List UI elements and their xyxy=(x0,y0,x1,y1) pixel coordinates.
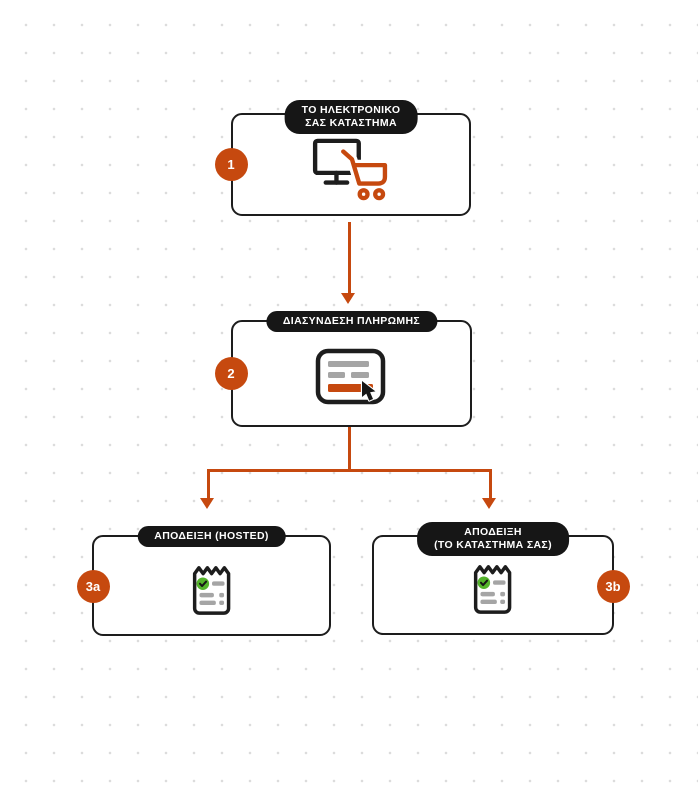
node-title-line: ΑΠΟΔΕΙΞΗ xyxy=(464,526,522,538)
connector-1-2-arrowhead-icon xyxy=(341,293,355,304)
step-number-badge: 3b xyxy=(596,570,630,603)
step-number-badge: 1 xyxy=(214,148,248,181)
connector-2-3a-line xyxy=(206,468,210,500)
receipt-check-icon xyxy=(188,563,236,617)
connector-1-2-line xyxy=(347,222,351,294)
node-title-badge: ΑΠΟΔΕΙΞΗ (HOSTED) xyxy=(137,526,286,547)
flow-node-online-store: ΤΟ ΗΛΕΚΤΡΟΝΙΚΟ ΣΑΣ ΚΑΤΑΣΤΗΜΑ 1 xyxy=(214,100,471,216)
node-title-line: ΣΑΣ ΚΑΤΑΣΤΗΜΑ xyxy=(305,116,397,129)
flow-node-payment-gateway: ΔΙΑΣΥΝΔΕΣΗ ΠΛΗΡΩΜΗΣ 2 xyxy=(214,311,472,427)
monitor-shopping-cart-icon xyxy=(310,137,392,201)
connector-branch-line xyxy=(206,468,492,472)
connector-2-stem-line xyxy=(347,423,351,470)
node-title-line: (ΤΟ ΚΑΤΑΣΤΗΜΑ ΣΑΣ) xyxy=(434,538,552,551)
node-title-line: ΔΙΑΣΥΝΔΕΣΗ ΠΛΗΡΩΜΗΣ xyxy=(282,315,421,327)
node-title-badge: ΔΙΑΣΥΝΔΕΣΗ ΠΛΗΡΩΜΗΣ xyxy=(265,311,438,332)
node-title-badge: ΤΟ ΗΛΕΚΤΡΟΝΙΚΟ ΣΑΣ ΚΑΤΑΣΤΗΜΑ xyxy=(284,100,418,134)
receipt-check-icon xyxy=(469,562,517,616)
step-number-badge: 2 xyxy=(214,357,248,390)
connector-2-3b-arrowhead-icon xyxy=(482,498,496,509)
node-title-badge: ΑΠΟΔΕΙΞΗ (ΤΟ ΚΑΤΑΣΤΗΜΑ ΣΑΣ) xyxy=(417,522,569,556)
flow-node-receipt-your-store: ΑΠΟΔΕΙΞΗ (ΤΟ ΚΑΤΑΣΤΗΜΑ ΣΑΣ) 3b xyxy=(372,522,630,635)
node-title-line: ΑΠΟΔΕΙΞΗ (HOSTED) xyxy=(154,530,269,542)
connector-2-3b-line xyxy=(488,468,492,500)
payment-form-cursor-icon xyxy=(315,348,389,408)
step-number-badge: 3a xyxy=(76,570,110,603)
node-title-line: ΤΟ ΗΛΕΚΤΡΟΝΙΚΟ xyxy=(301,104,401,116)
connector-2-3a-arrowhead-icon xyxy=(200,498,214,509)
flow-node-receipt-hosted: ΑΠΟΔΕΙΞΗ (HOSTED) 3a xyxy=(76,526,331,636)
